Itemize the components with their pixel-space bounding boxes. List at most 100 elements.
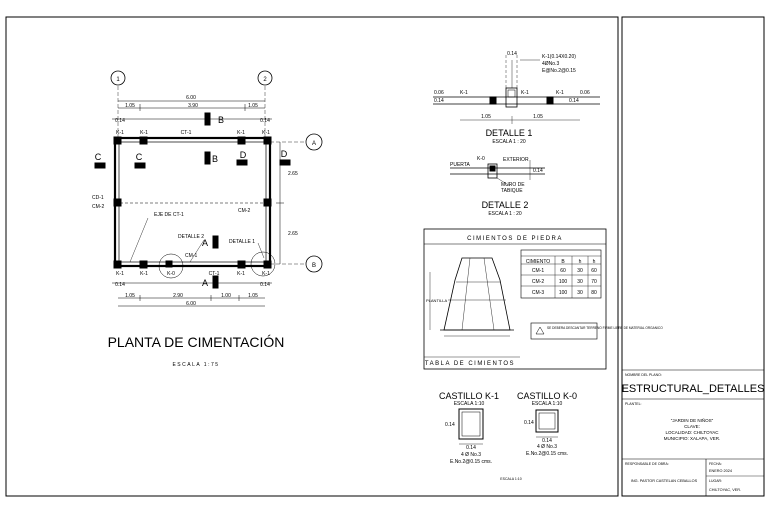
detail-2: [450, 160, 545, 187]
cut-label-b: B: [218, 115, 224, 125]
dim-top-mid: 3.90: [188, 103, 198, 109]
table-cell: 100: [559, 279, 568, 285]
table-cell: 60: [560, 268, 566, 274]
table-caption: TABLA DE CIMIENTOS: [425, 361, 515, 367]
label-cm2: CM-2: [238, 208, 250, 214]
table-header: h: [579, 259, 582, 265]
foundation-section: [423, 228, 607, 370]
detail1-note-1: K-1(0.14X0.20): [542, 54, 576, 60]
dim-bottom-3: 1.00: [221, 293, 231, 299]
column-k1: [113, 198, 122, 207]
detail-1: [433, 55, 600, 124]
label-ct1: CT-1: [209, 271, 220, 277]
castillo-k0-stirrups: E.No.2@0.15 cms.: [526, 451, 568, 457]
bottom-scale: ESCALA 1:10: [500, 477, 521, 481]
drawing-frame: [5, 16, 619, 497]
column-k1: [237, 136, 246, 145]
detail1-k1: K-1: [521, 90, 529, 96]
detail1-k1: K-1: [460, 90, 468, 96]
axis-label-1: 1: [116, 77, 120, 83]
detail1-dim-right2: 0.14: [569, 98, 579, 104]
cut-label-d: D: [281, 149, 288, 159]
label-k1: K-1: [237, 271, 245, 277]
detail2-muro-2: TABIQUE: [501, 188, 523, 194]
dim-bottom-2: 2.90: [173, 293, 183, 299]
castillo-k0-scale: ESCALA 1:10: [532, 401, 563, 407]
detail2-title: DETALLE 2: [482, 200, 529, 210]
cut-label-b: B: [212, 154, 218, 164]
title-block: [622, 369, 764, 496]
label-k1: K-1: [116, 271, 124, 277]
table-cell: CM-1: [532, 268, 544, 274]
detail2-dim: 0.14: [533, 168, 543, 174]
foundation-plan-labels: 1 2 A B 6.00 1.05 3.90 1.05 0.14 0.14 K-…: [92, 77, 316, 368]
foundation-plan: [94, 70, 323, 307]
plan-name-label: NOMBRE DEL PLANO:: [625, 373, 662, 377]
dim-right-upper: 2.65: [288, 171, 298, 177]
cut-label-c: C: [95, 152, 102, 162]
label-cm2: CM-2: [92, 204, 104, 210]
axis-label-a: A: [312, 141, 316, 147]
detail1-note-2: 4ØNo.3: [542, 61, 559, 67]
plan-title: PLANTA DE CIMENTACIÓN: [108, 334, 285, 350]
plantel-label: PLANTEL:: [625, 402, 642, 406]
cut-label-d: D: [240, 150, 247, 160]
detail1-dim-left2: 0.14: [434, 98, 444, 104]
detail2-k0: K-0: [477, 156, 485, 162]
dim-top-total: 6.00: [186, 95, 196, 101]
detail2-scale: ESCALA 1 : 20: [488, 211, 522, 217]
detail2-muro-1: MURO DE: [501, 182, 525, 188]
fecha-label: FECHA:: [709, 462, 722, 466]
detail2-puerta: PUERTA: [450, 162, 470, 168]
section-cut-b-icon: [204, 151, 211, 165]
cut-label-c: C: [136, 152, 143, 162]
detail-1-labels: K-1(0.14X0.20) 4ØNo.3 E@No.2@0.15 0.14 0…: [434, 51, 590, 145]
label-k1: K-1: [140, 130, 148, 136]
column-k1: [113, 260, 122, 269]
label-detalle-2: DETALLE 2: [178, 234, 204, 240]
section-cut-d-icon: [236, 159, 248, 166]
school-name: "JARDIN DE NIÑOS": [671, 417, 714, 423]
cut-label-a: A: [202, 238, 208, 248]
plantilla-label: PLANTILLA: [426, 298, 447, 303]
label-detalle-1: DETALLE 1: [229, 239, 255, 245]
localidad: LOCALIDAD: CHILTOYAC: [665, 430, 719, 435]
column-k1: [139, 136, 148, 145]
label-k1: K-1: [262, 271, 270, 277]
castillo-sections: [458, 408, 559, 445]
foundation-title: CIMIENTOS DE PIEDRA: [467, 236, 563, 242]
column-k1: [263, 260, 272, 269]
dim-top-small-left: 0.14: [115, 118, 125, 124]
castillo-k0-bars: 4 Ø No.3: [537, 444, 557, 450]
castillo-k1-stirrups: E.No.2@0.15 cms.: [450, 459, 492, 465]
fecha-value: ENERO 2024: [709, 469, 732, 473]
detail1-scale: ESCALA 1 : 20: [492, 139, 526, 145]
column-k1: [263, 136, 272, 145]
castillo-labels: CASTILLO K-1 ESCALA 1:10 0.14 0.14 4 Ø N…: [439, 391, 577, 481]
responsible-label: RESPONSABLE DE OBRA:: [625, 462, 669, 466]
title-block-labels: NOMBRE DEL PLANO: ESTRUCTURAL_DETALLES P…: [622, 373, 765, 492]
clave-label: CLAVE:: [684, 424, 700, 429]
castillo-k1-bars: 4 Ø No.3: [461, 452, 481, 458]
dim-top-left: 1.05: [125, 103, 135, 109]
table-cell: 30: [577, 279, 583, 285]
castillo-k1-dim-h: 0.14: [466, 445, 476, 451]
label-k0: K-0: [167, 271, 175, 277]
column-k1: [139, 260, 148, 269]
section-cut-a-icon: [212, 275, 219, 289]
cut-label-a: A: [202, 278, 208, 288]
municipio: MUNICIPIO: XALAPA, VER.: [664, 436, 720, 441]
detail1-k1: K-1: [556, 90, 564, 96]
table-cell: 70: [591, 279, 597, 285]
label-k1: K-1: [237, 130, 245, 136]
section-cut-b-icon: [204, 112, 211, 126]
detail1-dim-top: 0.14: [507, 51, 517, 57]
label-cd1: CD-1: [92, 195, 104, 201]
dim-bottom-small-left: 0.14: [115, 282, 125, 288]
detail2-exterior: EXTERIOR: [503, 157, 529, 163]
label-cm1: CM-1: [185, 253, 197, 259]
lugar-value: CHILTOYAC, VER.: [709, 488, 741, 492]
detail1-note-3: E@No.2@0.15: [542, 68, 576, 74]
dim-top-small-right: 0.14: [260, 118, 270, 124]
